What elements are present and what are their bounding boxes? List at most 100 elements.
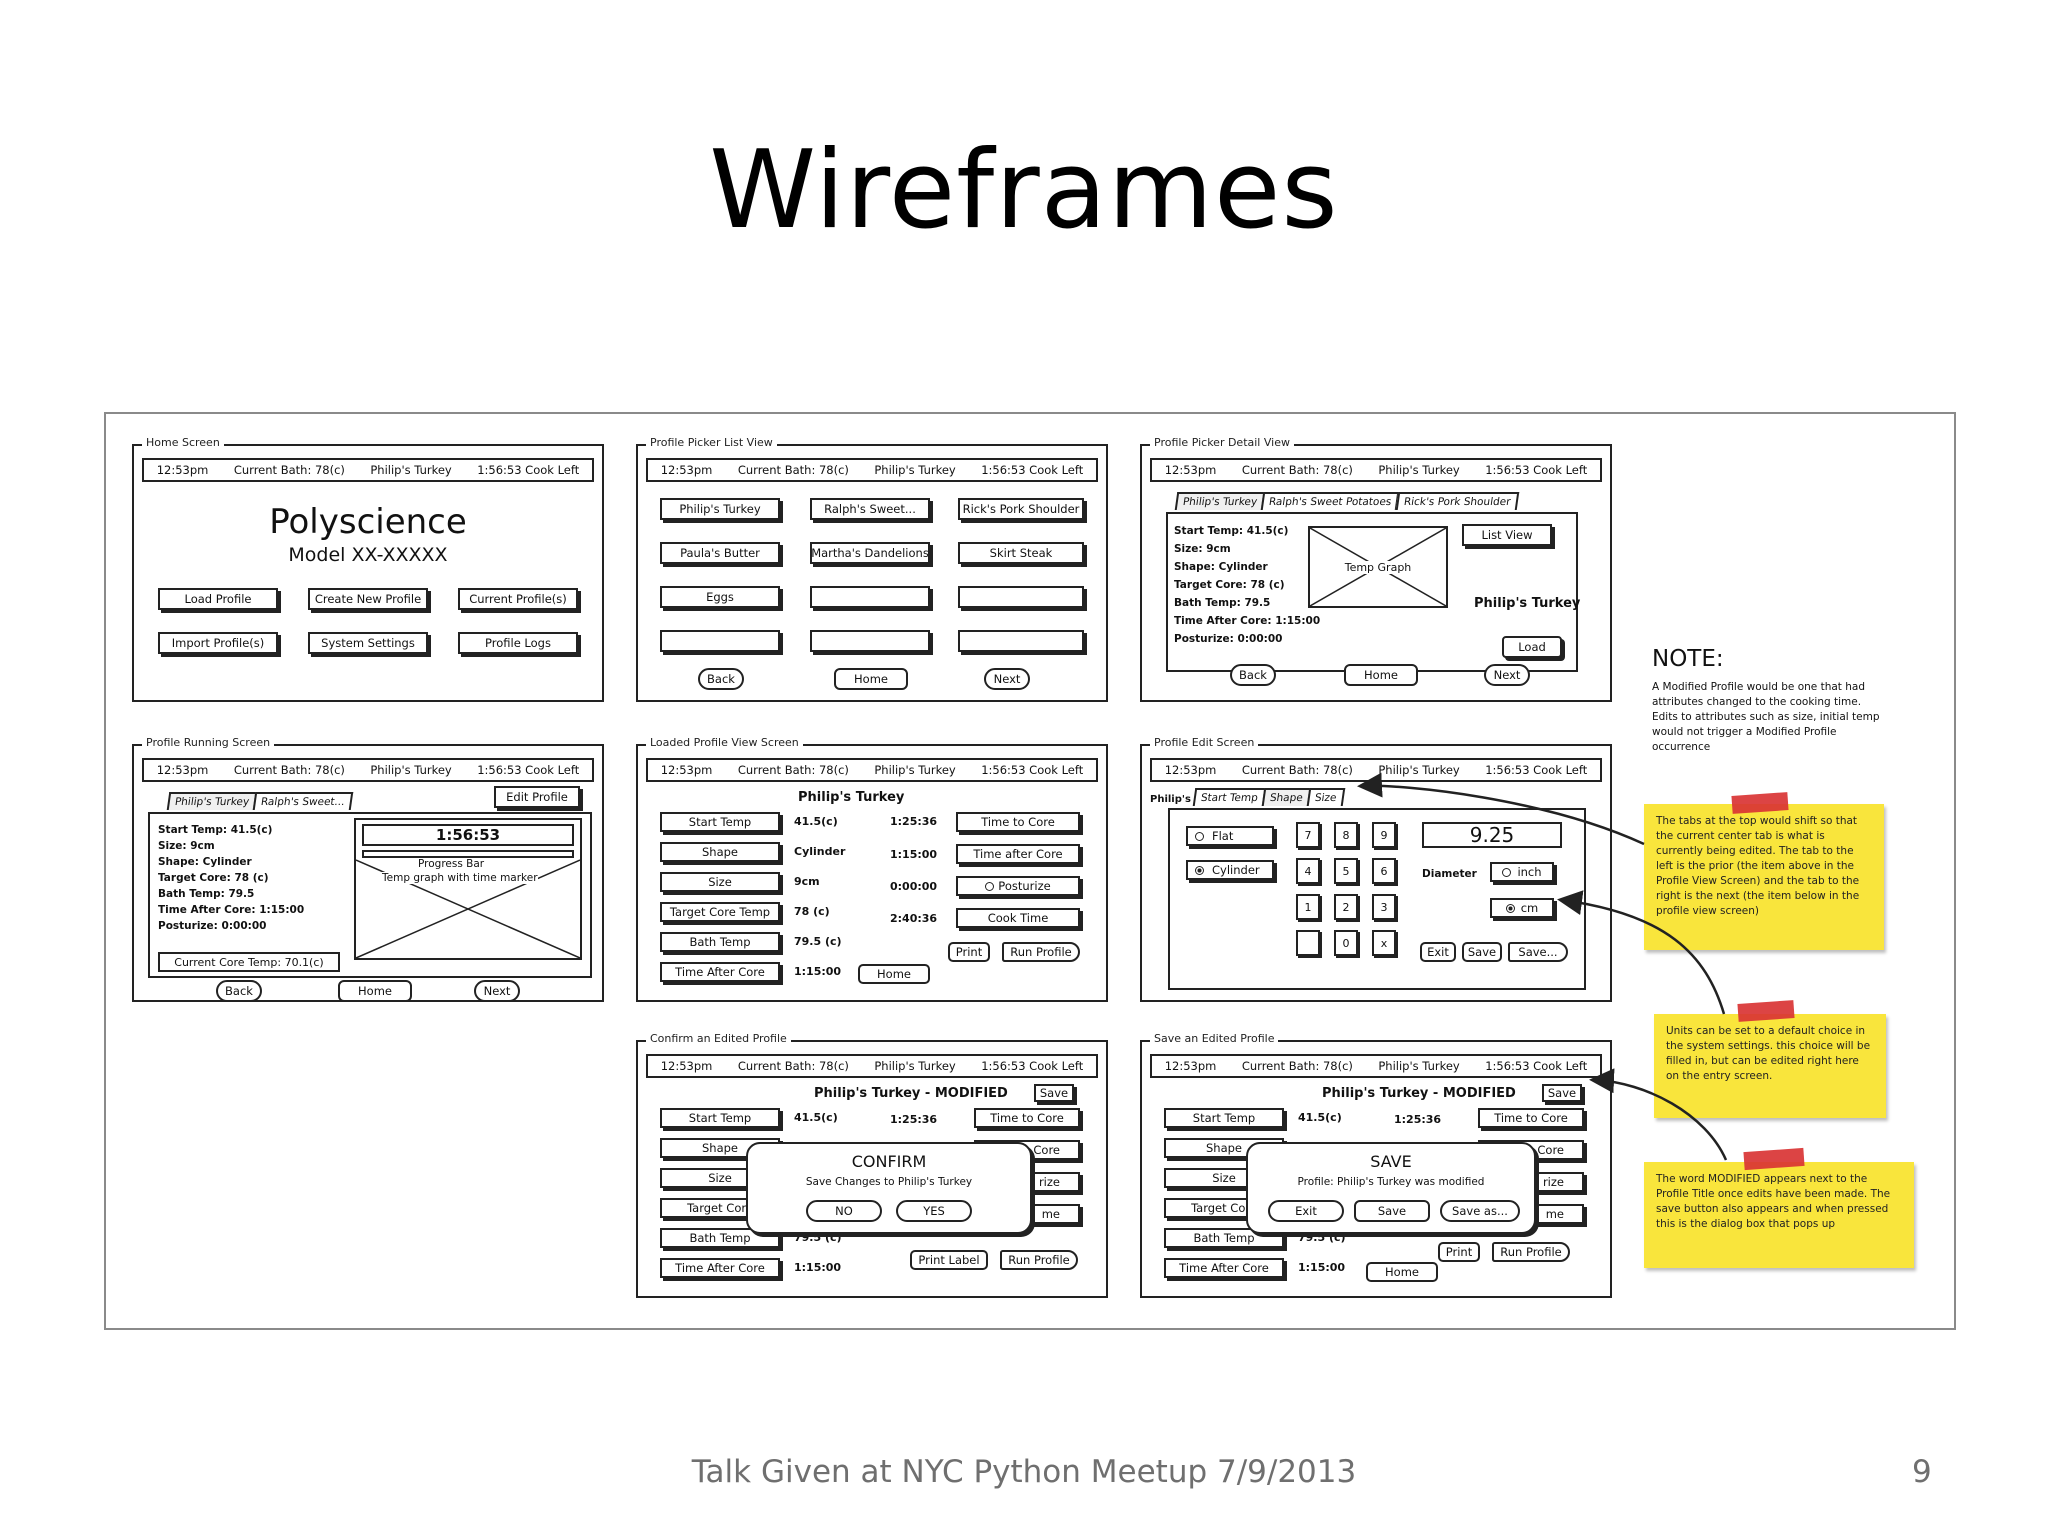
save-frame: Save an Edited Profile 12:53pm Current B… <box>1140 1032 1612 1298</box>
no-button[interactable]: NO <box>806 1200 882 1222</box>
dialog-save-button[interactable]: Save <box>1354 1200 1430 1222</box>
home-button[interactable]: Home <box>1366 1262 1438 1282</box>
keypad-9[interactable]: 9 <box>1372 822 1396 848</box>
start-temp-button[interactable]: Start Temp <box>660 1108 780 1128</box>
profile-item[interactable]: Paula's Butter <box>660 542 780 564</box>
profile-item[interactable]: Martha's Dandelions <box>810 542 930 564</box>
run-profile-button[interactable]: Run Profile <box>1002 942 1080 962</box>
time-to-core-button[interactable]: Time to Core <box>974 1108 1080 1128</box>
keypad-3[interactable]: 3 <box>1372 894 1396 920</box>
exit-button[interactable]: Exit <box>1268 1200 1344 1222</box>
load-button[interactable]: Load <box>1502 636 1562 658</box>
profile-item-empty[interactable] <box>810 586 930 608</box>
run-profile-button[interactable]: Run Profile <box>1000 1250 1078 1270</box>
home-button[interactable]: Home <box>1344 664 1418 686</box>
cook-time-button[interactable]: Cook Time <box>956 908 1080 928</box>
keypad-4[interactable]: 4 <box>1296 858 1320 884</box>
home-button[interactable]: Home <box>858 964 930 984</box>
profile-item[interactable]: Eggs <box>660 586 780 608</box>
cm-option[interactable]: cm <box>1490 898 1554 918</box>
profile-name: Philip's Turkey <box>798 790 905 805</box>
tab-profile[interactable]: Ralph's Sweet Potatoes <box>1261 492 1401 510</box>
keypad-8[interactable]: 8 <box>1334 822 1358 848</box>
save-button[interactable]: Save <box>1542 1084 1582 1102</box>
print-button[interactable]: Print <box>1438 1242 1480 1262</box>
profile-logs-button[interactable]: Profile Logs <box>458 632 578 654</box>
profile-item[interactable]: Ralph's Sweet... <box>810 498 930 520</box>
profile-name-modified: Philip's Turkey - MODIFIED <box>1322 1086 1516 1101</box>
load-profile-button[interactable]: Load Profile <box>158 588 278 610</box>
system-settings-button[interactable]: System Settings <box>308 632 428 654</box>
save-button[interactable]: Save <box>1034 1084 1074 1102</box>
start-temp-button[interactable]: Start Temp <box>660 812 780 832</box>
next-button[interactable]: Next <box>984 668 1030 690</box>
tab-profile[interactable]: Philip's Turkey <box>166 792 258 810</box>
posturize-button[interactable]: Posturize <box>956 876 1080 896</box>
time-to-core-value: 1:25:36 <box>1394 1113 1442 1126</box>
slide-footer: Talk Given at NYC Python Meetup 7/9/2013 <box>691 1454 1357 1490</box>
start-temp-button[interactable]: Start Temp <box>1164 1108 1284 1128</box>
profile-edit-frame: Profile Edit Screen 12:53pm Current Bath… <box>1140 736 1612 1002</box>
profile-item-empty[interactable] <box>958 630 1084 652</box>
tab-size[interactable]: Size <box>1306 788 1345 806</box>
tab-profile[interactable]: Ralph's Sweet... <box>253 792 354 810</box>
time-after-core-right-button[interactable]: Time after Core <box>956 844 1080 864</box>
run-profile-button[interactable]: Run Profile <box>1492 1242 1570 1262</box>
back-button[interactable]: Back <box>216 980 262 1002</box>
next-button[interactable]: Next <box>474 980 520 1002</box>
home-button[interactable]: Home <box>834 668 908 690</box>
print-button[interactable]: Print <box>948 942 990 962</box>
shape-button[interactable]: Shape <box>660 842 780 862</box>
tab-shape[interactable]: Shape <box>1261 788 1312 806</box>
keypad-7[interactable]: 7 <box>1296 822 1320 848</box>
import-profiles-button[interactable]: Import Profile(s) <box>158 632 278 654</box>
time-after-core-button[interactable]: Time After Core <box>660 1258 780 1278</box>
edit-profile-button[interactable]: Edit Profile <box>494 786 580 808</box>
profile-item-empty[interactable] <box>810 630 930 652</box>
yes-button[interactable]: YES <box>896 1200 972 1222</box>
tab-profile[interactable]: Philip's Turkey <box>1174 492 1266 510</box>
back-button[interactable]: Back <box>1230 664 1276 686</box>
profile-item-empty[interactable] <box>958 586 1084 608</box>
time-to-core-button[interactable]: Time to Core <box>956 812 1080 832</box>
keypad-2[interactable]: 2 <box>1334 894 1358 920</box>
home-button[interactable]: Home <box>338 980 412 1002</box>
flat-option[interactable]: Flat <box>1186 826 1274 846</box>
time-to-core-button[interactable]: Time to Core <box>1478 1108 1584 1128</box>
time-after-core-button[interactable]: Time After Core <box>660 962 780 982</box>
target-core-button[interactable]: Target Core Temp <box>660 902 780 922</box>
keypad-6[interactable]: 6 <box>1372 858 1396 884</box>
list-view-button[interactable]: List View <box>1462 524 1552 546</box>
picker-detail-frame: Profile Picker Detail View 12:53pm Curre… <box>1140 436 1612 702</box>
back-button[interactable]: Back <box>698 668 744 690</box>
bath-temp-button[interactable]: Bath Temp <box>1164 1228 1284 1248</box>
inch-option[interactable]: inch <box>1490 862 1554 882</box>
exit-button[interactable]: Exit <box>1420 942 1456 962</box>
print-label-button[interactable]: Print Label <box>910 1250 988 1270</box>
profile-item[interactable]: Philip's Turkey <box>660 498 780 520</box>
keypad-clear[interactable]: x <box>1372 930 1396 956</box>
next-button[interactable]: Next <box>1484 664 1530 686</box>
profile-item[interactable]: Skirt Steak <box>958 542 1084 564</box>
status-cook-left: 1:56:53 Cook Left <box>1485 763 1588 777</box>
save-as-button[interactable]: Save as... <box>1440 1200 1520 1222</box>
save-button[interactable]: Save <box>1462 942 1502 962</box>
keypad-blank[interactable] <box>1296 930 1320 956</box>
save-dialog: SAVE Profile: Philip's Turkey was modifi… <box>1246 1142 1536 1234</box>
size-button[interactable]: Size <box>660 872 780 892</box>
info-line: Bath Temp: 79.5 <box>158 888 255 900</box>
current-profiles-button[interactable]: Current Profile(s) <box>458 588 578 610</box>
create-profile-button[interactable]: Create New Profile <box>308 588 428 610</box>
bath-temp-button[interactable]: Bath Temp <box>660 1228 780 1248</box>
keypad-0[interactable]: 0 <box>1334 930 1358 956</box>
keypad-5[interactable]: 5 <box>1334 858 1358 884</box>
cylinder-option[interactable]: Cylinder <box>1186 860 1274 880</box>
bath-temp-button[interactable]: Bath Temp <box>660 932 780 952</box>
profile-item[interactable]: Rick's Pork Shoulder <box>958 498 1084 520</box>
keypad-1[interactable]: 1 <box>1296 894 1320 920</box>
save-as-button[interactable]: Save... <box>1508 942 1568 962</box>
time-after-core-button[interactable]: Time After Core <box>1164 1258 1284 1278</box>
profile-item-empty[interactable] <box>660 630 780 652</box>
tab-start-temp[interactable]: Start Temp <box>1192 788 1267 806</box>
tab-profile[interactable]: Rick's Pork Shoulder <box>1395 492 1519 510</box>
